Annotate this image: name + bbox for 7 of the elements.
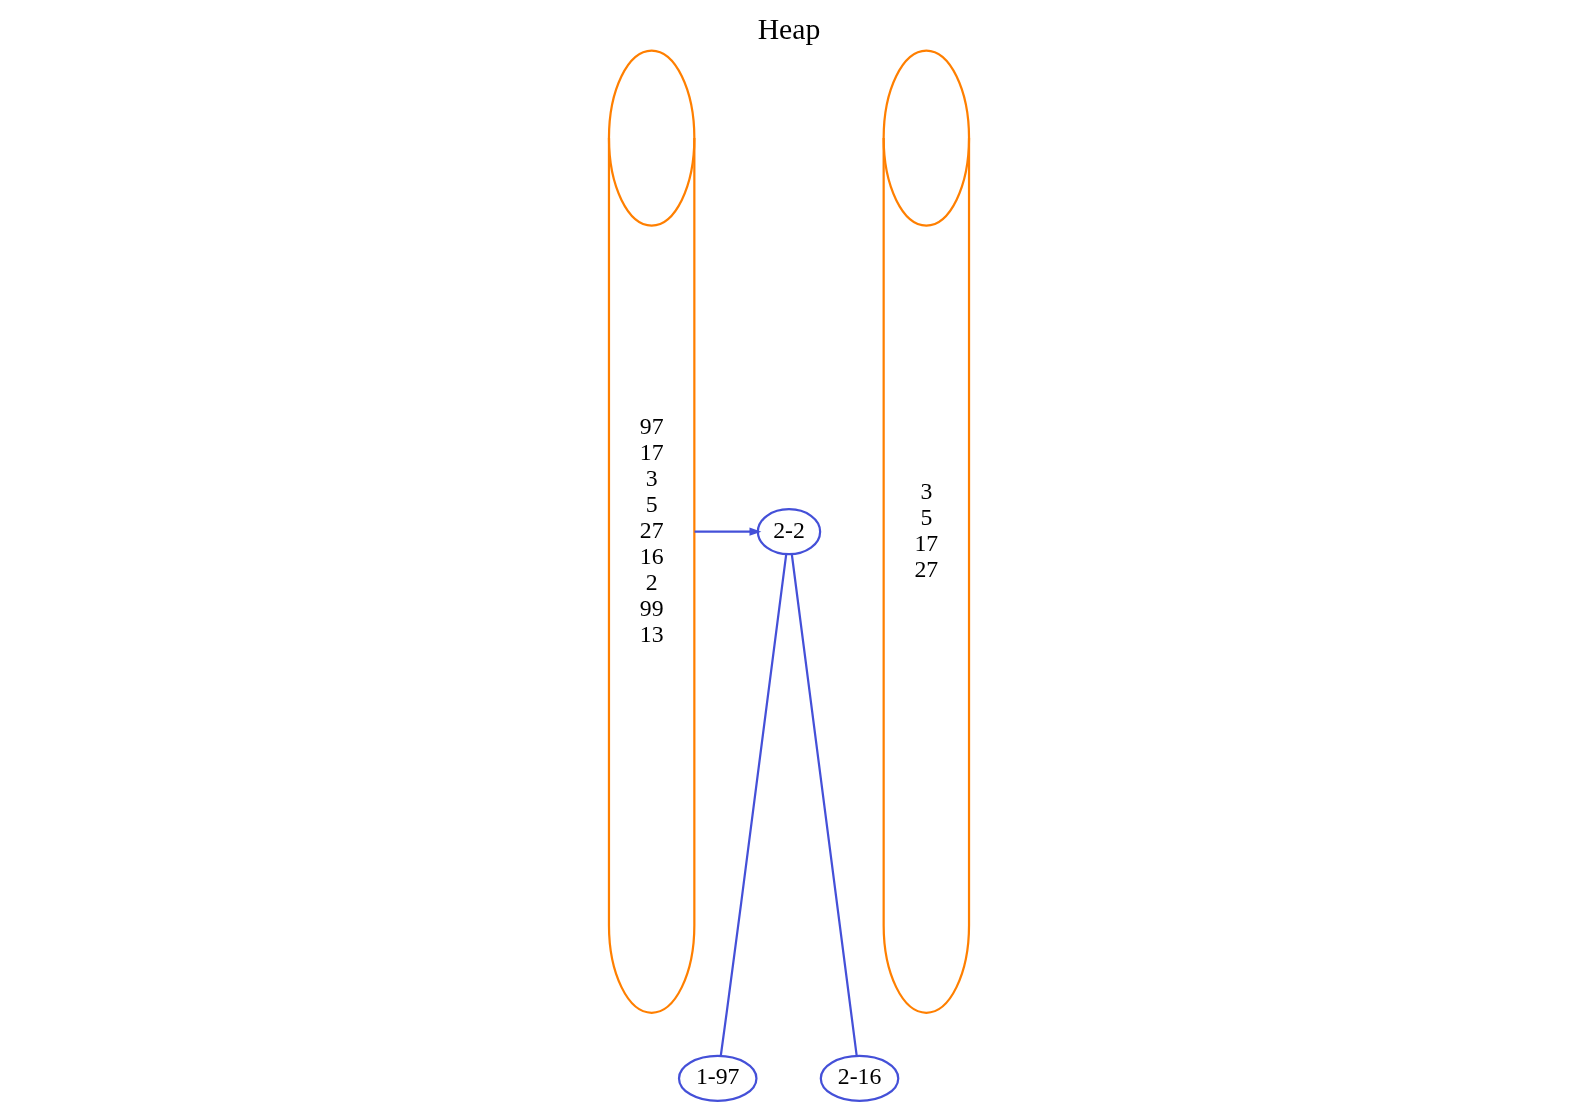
connector — [719, 554, 788, 1056]
node-ellipse: 2-16 — [819, 1054, 900, 1102]
connector — [790, 554, 858, 1056]
arrow — [694, 527, 762, 536]
node-ellipse: 2-2 — [756, 508, 822, 556]
diagram-title: Heap — [757, 12, 821, 45]
node-ellipse: 1-97 — [677, 1054, 758, 1102]
